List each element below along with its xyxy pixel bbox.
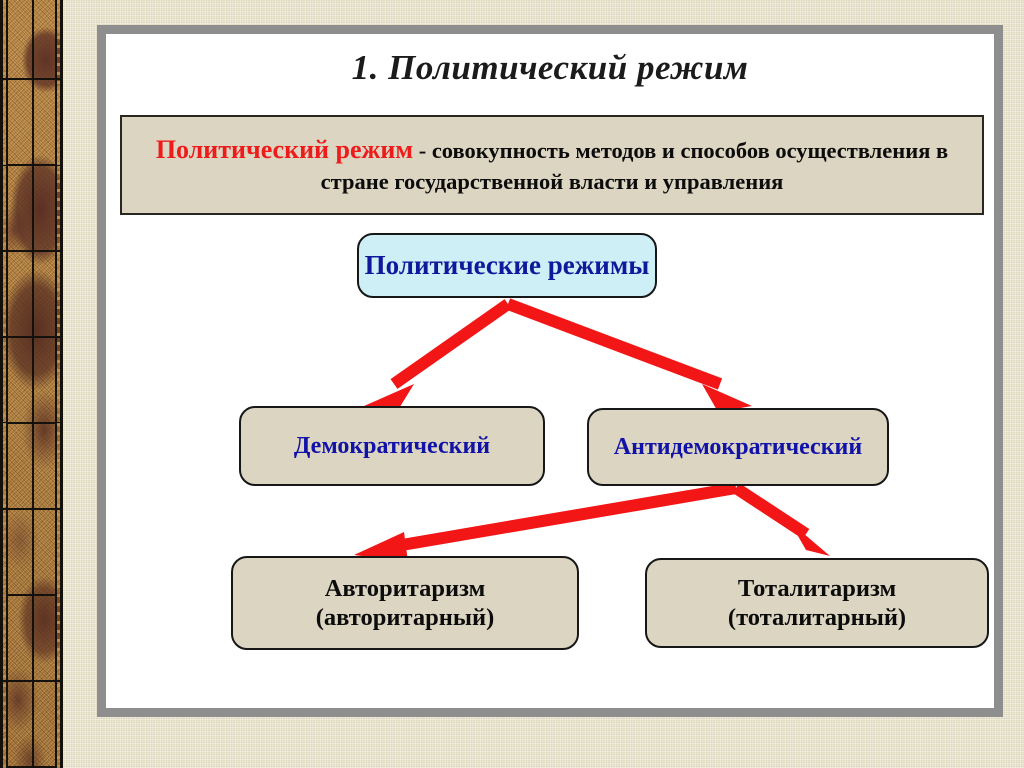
diagram-node-authoritarianism[interactable]: Авторитаризм (авторитарный)	[231, 556, 579, 650]
arrow-root-to-democratic	[364, 299, 512, 410]
decorative-border-strip	[0, 0, 63, 768]
slide-frame: 1. Политический режим Политический режим…	[97, 25, 1003, 717]
diagram-node-antidemocratic[interactable]: Антидемократический	[587, 408, 889, 486]
diagram-node-label-line2: (авторитарный)	[315, 604, 495, 631]
page-title: 1. Политический режим	[351, 48, 749, 87]
diagram-node-label-group: Авторитаризм (авторитарный)	[316, 574, 494, 633]
diagram-node-label-line1: Тоталитаризм	[737, 574, 897, 602]
diagram-node-label: Антидемократический	[613, 433, 863, 460]
diagram-node-democratic[interactable]: Демократический	[239, 406, 545, 486]
diagram-node-political-regimes[interactable]: Политические режимы	[357, 233, 657, 298]
decorative-border-perforations	[0, 0, 63, 768]
diagram-node-label: Демократический	[293, 432, 491, 459]
arrow-antidemocratic-to-totalitarian	[732, 482, 830, 556]
diagram-node-label-line1: Авторитаризм	[324, 574, 486, 602]
definition-text: Политический режим - совокупность методо…	[130, 133, 974, 198]
definition-term: Политический режим	[155, 134, 414, 164]
diagram-node-label-line2: (тоталитарный)	[727, 604, 907, 631]
diagram-node-label: Политические режимы	[364, 250, 650, 281]
diagram-node-totalitarianism[interactable]: Тоталитаризм (тоталитарный)	[645, 558, 989, 648]
arrow-antidemocratic-to-authoritarian	[354, 482, 738, 562]
arrow-root-to-antidemocratic	[505, 298, 752, 412]
definition-box: Политический режим - совокупность методо…	[120, 115, 984, 215]
slide-content-panel: 1. Политический режим Политический режим…	[106, 34, 994, 708]
diagram-node-label-group: Тоталитаризм (тоталитарный)	[728, 574, 906, 633]
definition-body: - совокупность методов и способов осущес…	[320, 137, 949, 195]
